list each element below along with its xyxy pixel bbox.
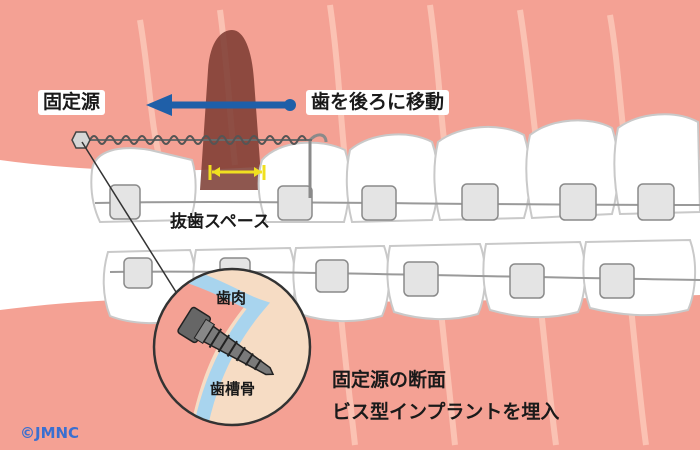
upper-brackets — [109, 183, 675, 221]
lower-brackets — [123, 257, 635, 299]
cross-section-leader-line — [81, 141, 177, 293]
caption-line2: ビス型インプラントを埋入 — [332, 401, 560, 423]
extraction-root — [200, 30, 262, 190]
anchorage-label: 固定源 — [38, 90, 106, 115]
copyright-text: ©JMNC — [20, 424, 80, 442]
arrow-left-icon — [146, 94, 296, 116]
lower-gum-stripes — [337, 297, 649, 446]
extraction-space-indicator — [208, 165, 266, 180]
alveolar-bone-label: 歯槽骨 — [210, 380, 256, 398]
power-arm-hook — [308, 133, 328, 198]
lower-archwire — [109, 270, 700, 281]
caption-line1: 固定源の断面 — [332, 369, 447, 391]
gum-label: 歯肉 — [216, 289, 247, 307]
move-teeth-back-label: 歯を後ろに移動 — [306, 90, 450, 115]
implant-screw-icon — [177, 306, 275, 376]
coil-spring-icon — [71, 131, 312, 149]
extraction-space-label: 抜歯スペース — [170, 212, 270, 232]
